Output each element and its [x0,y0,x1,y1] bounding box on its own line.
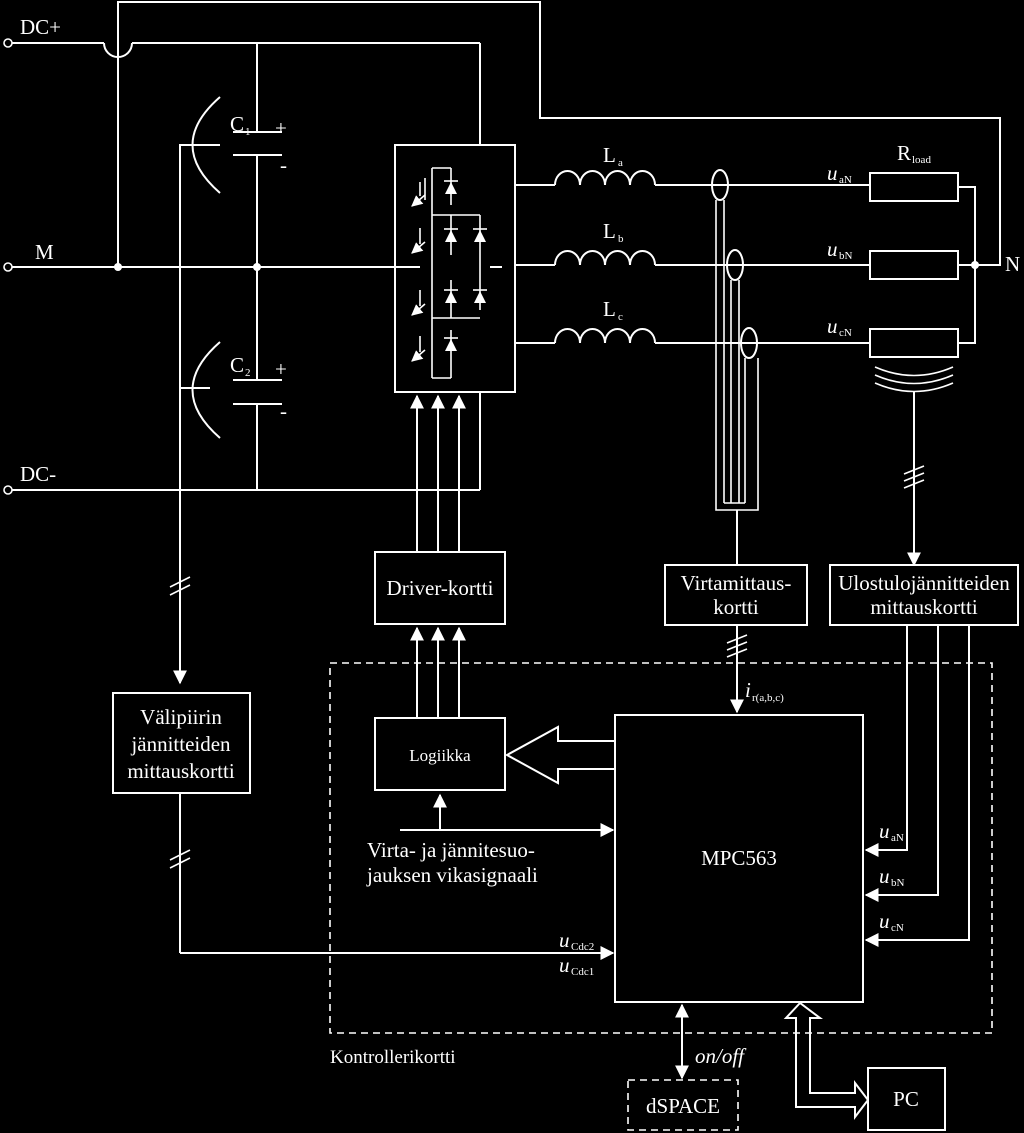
midpoint-bus [3,155,395,380]
logic-label: Logiikka [409,746,471,765]
dc-meas-line1: Välipiirin [140,705,222,729]
c1-plus: + [275,116,287,140]
mcu-u-bn-sub: bN [891,877,905,889]
mcu-u-an-letter: u [879,819,890,843]
fault-signal-line2: jauksen vikasignaali [366,863,538,887]
u-an-sub: aN [839,174,852,186]
mcu-u-bn-letter: u [879,864,890,888]
c1-sub: 1 [245,126,251,138]
dc-minus-bus [3,392,481,495]
inductor-lc-letter: L [603,297,616,321]
udc2-sub: Cdc2 [571,941,594,953]
dc-meas-line2: jännitteiden [130,732,231,756]
output-voltage-wires [864,625,970,947]
current-meas-card: Virtamittaus- kortti [664,564,808,626]
terminal-n: N [1005,252,1020,276]
current-signal-wire [726,625,748,714]
current-signal-letter: i [745,678,751,702]
mcu-label: MPC563 [701,846,777,870]
current-signal-sub: r(a,b,c) [752,692,784,704]
gate-drive-arrows [410,394,466,552]
current-meas-line2: kortti [713,595,759,619]
dspace-block: dSPACE [627,1079,739,1131]
inductor-la-letter: L [603,143,616,167]
mcu-u-cn-sub: cN [891,922,904,934]
onoff-label: on/off [695,1044,747,1068]
u-cn-sub: cN [839,327,852,339]
logic-to-driver-arrows [410,626,466,718]
output-meas-line2: mittauskortti [870,595,977,619]
igbt-1 [411,167,458,207]
mcu-pc-bus-arrow [783,1001,870,1120]
dc-plus-bus [3,38,481,145]
u-bn-sub: bN [839,250,853,262]
inductor-la-sub: a [618,157,623,169]
inverter-bridge [394,144,516,393]
c1-minus: - [280,153,287,177]
clamp-pair-2 [411,280,487,319]
c2-sub: 2 [245,367,251,379]
inductor-lb-sub: b [618,233,624,245]
igbt-4 [411,330,458,379]
udc2-letter: u [559,928,570,952]
terminal-dc-plus: DC+ [20,15,61,39]
terminal-m: M [35,240,54,264]
rload-sub: load [912,154,931,166]
c1-letter: C [230,112,244,136]
fault-signal-line1: Virta- ja jännitesuo- [367,838,535,862]
dspace-label: dSPACE [646,1094,720,1118]
logic-block: Logiikka [374,717,506,791]
phase-c-line [515,327,870,359]
controller-board-label: Kontrollerikortti [330,1047,456,1068]
current-sensor-leads [715,200,759,565]
udc1-letter: u [559,953,570,977]
mcu-u-cn-letter: u [879,909,890,933]
u-an-letter: u [827,161,838,185]
c2-minus: - [280,399,287,423]
fault-signal [400,793,615,837]
inductor-lb-letter: L [603,219,616,243]
phase-a-line [515,169,870,201]
terminal-dc-minus: DC- [20,462,56,486]
driver-card: Driver-kortti [374,551,506,625]
inductor-lc-sub: c [618,311,623,323]
top-return-wire [117,1,1001,268]
controller-board-outline [329,662,993,1034]
udc1-sub: Cdc1 [571,966,594,978]
pc-block: PC [867,1067,946,1131]
output-meas-line1: Ulostulojännitteiden [838,571,1010,595]
driver-card-label: Driver-kortti [387,576,494,600]
pc-label: PC [893,1087,919,1111]
mcu-block: MPC563 [614,714,864,1003]
load-resistors [869,172,979,567]
mcu-u-an-sub: aN [891,832,904,844]
c2-letter: C [230,353,244,377]
u-bn-letter: u [827,237,838,261]
phase-b-line [515,249,870,281]
dc-sense-line [169,144,615,960]
rload-letter: R [897,141,911,165]
dc-meas-card: Välipiirin jännitteiden mittauskortti [112,692,251,794]
mcu-to-logic-bus-arrow [504,725,615,785]
dc-meas-line3: mittauskortti [127,759,234,783]
u-cn-letter: u [827,314,838,338]
capacitor-c2: C 2 + - [191,341,287,439]
c2-plus: + [275,357,287,381]
output-meas-card: Ulostulojännitteiden mittauskortti [829,564,1019,626]
current-meas-line1: Virtamittaus- [681,571,792,595]
